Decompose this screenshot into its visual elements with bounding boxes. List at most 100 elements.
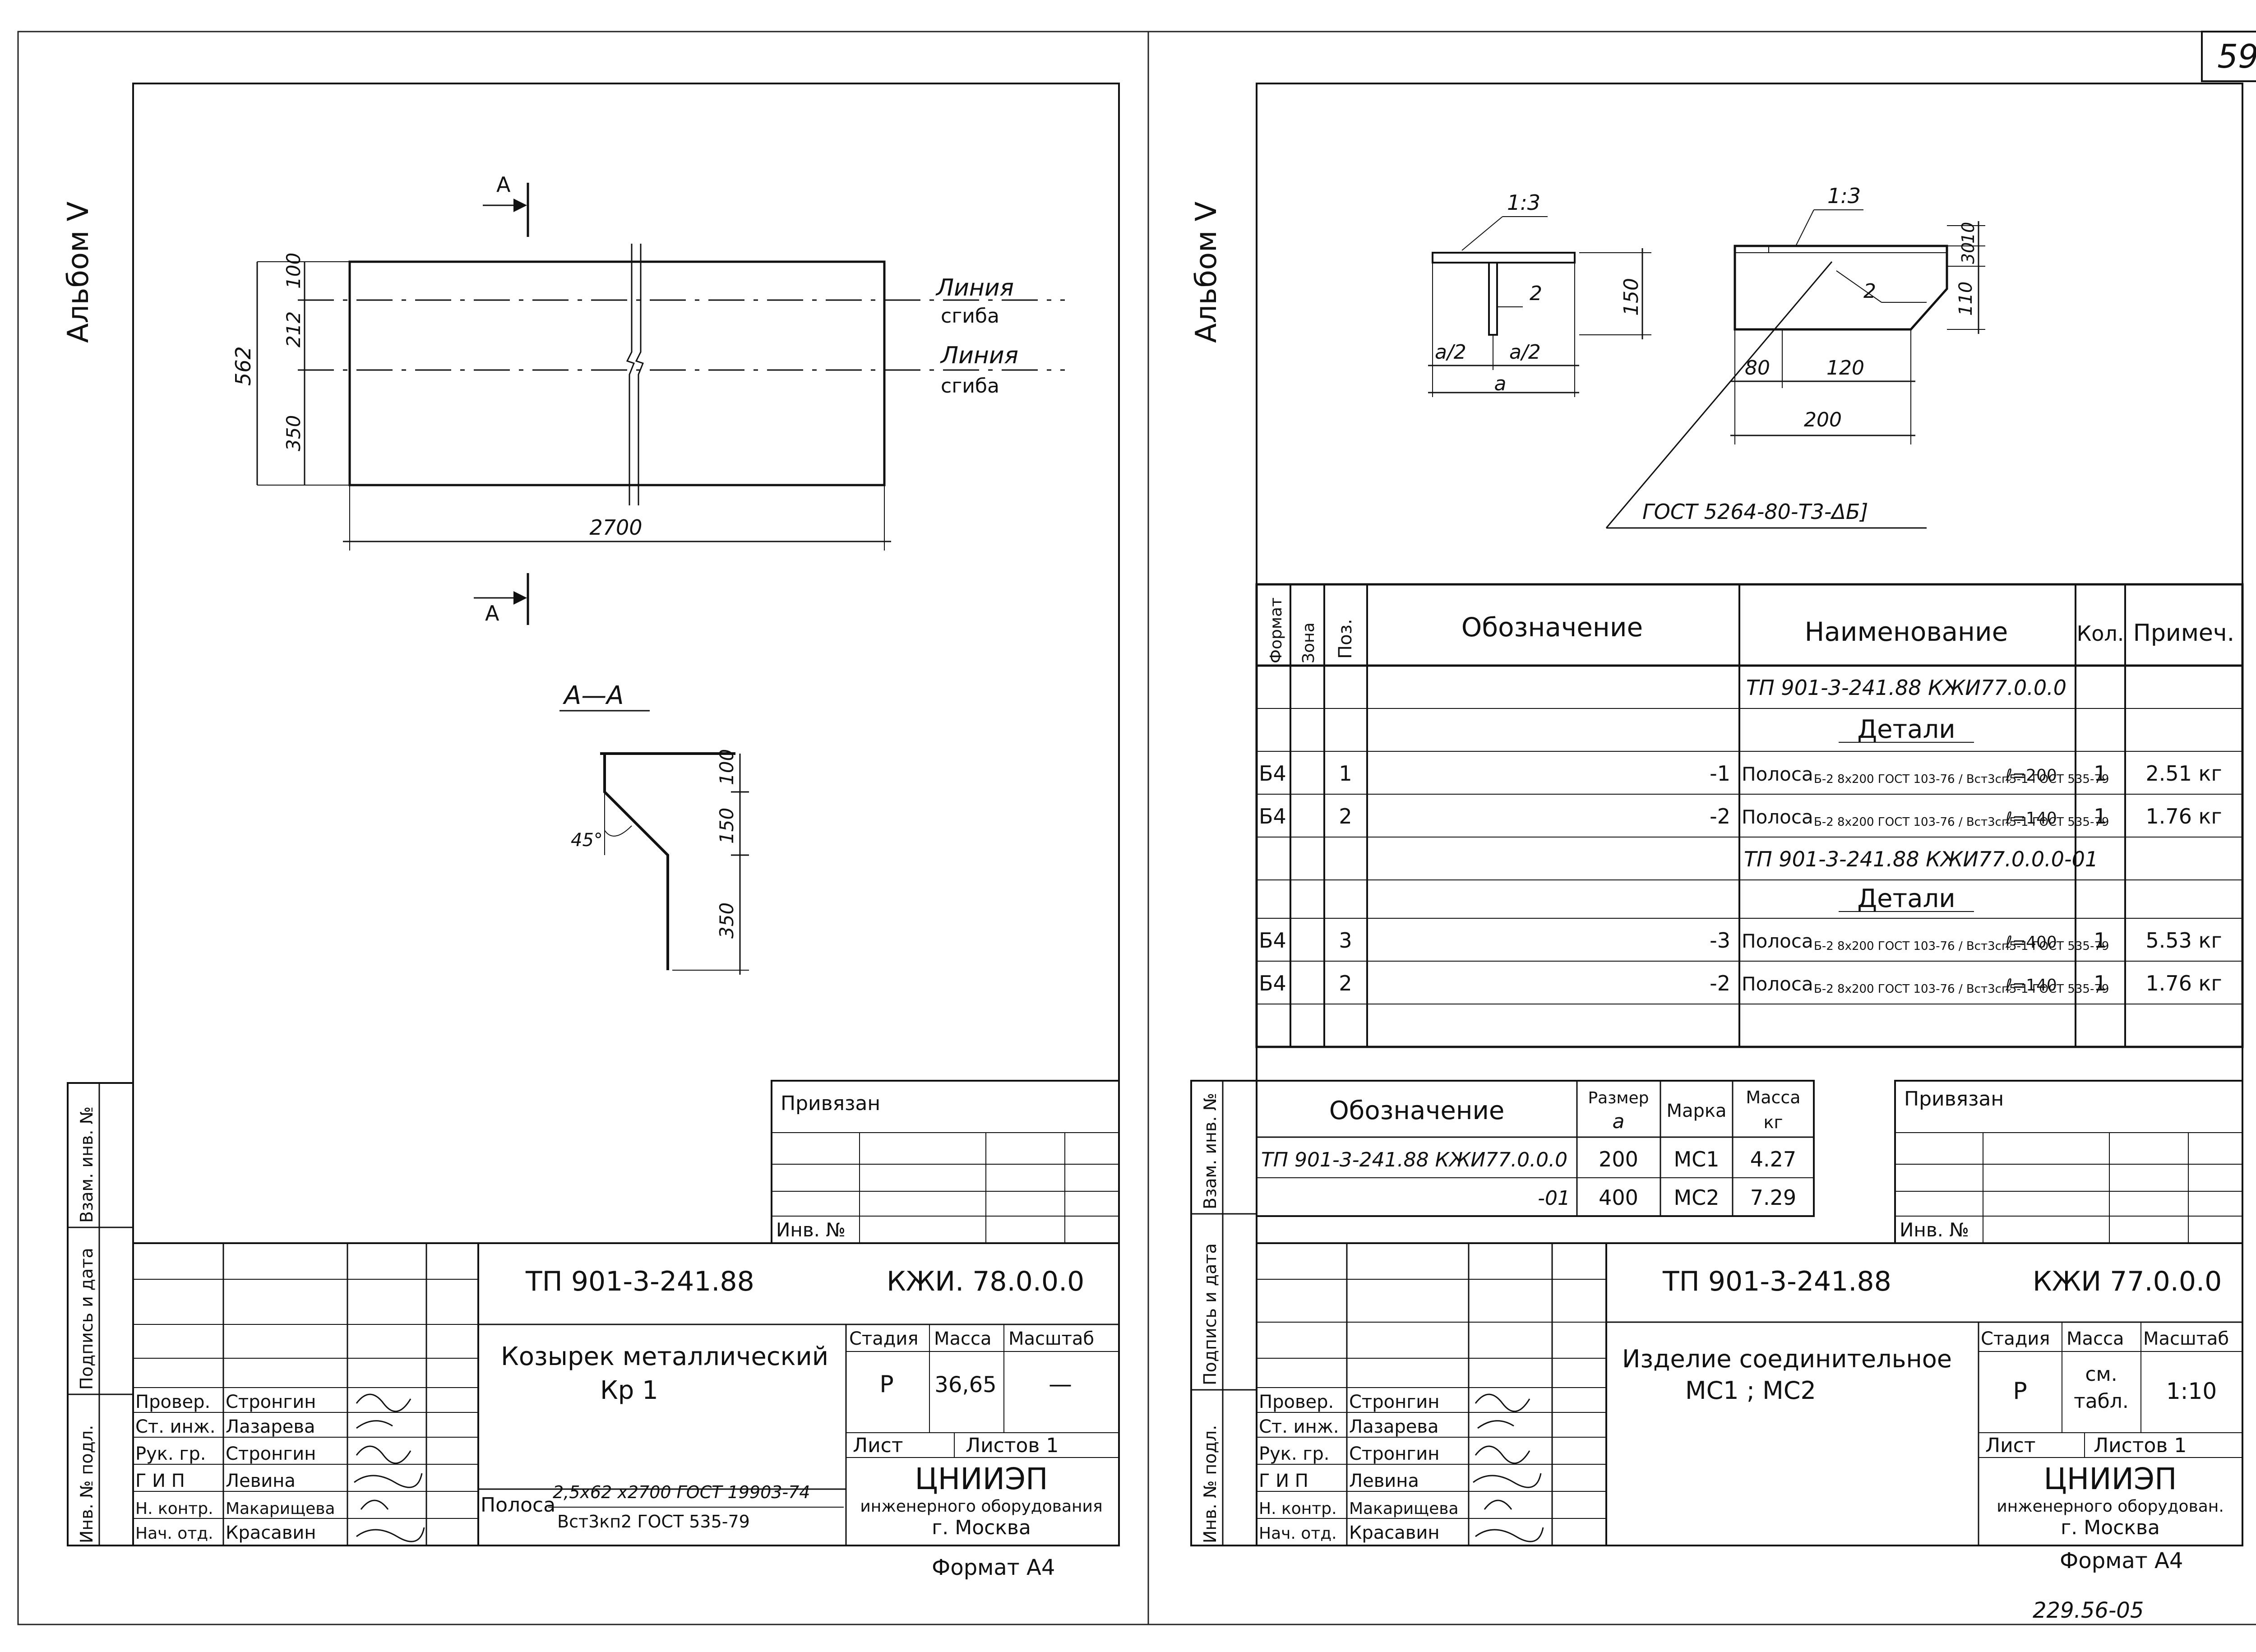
spec-row: Детали: [1839, 884, 1974, 913]
org-sub: инженерного оборудован.: [1997, 1497, 2224, 1516]
title-line-2: МС1 ; МС2: [1685, 1376, 1816, 1405]
title-line-2: Кр 1: [600, 1376, 658, 1405]
spec-row-qty: 1: [2094, 761, 2107, 786]
var-row-mass: 4.27: [1750, 1147, 1796, 1171]
role-name: Красавин: [1349, 1522, 1440, 1543]
role-name: Стронгин: [226, 1392, 316, 1412]
spec-row-pos: 2: [1339, 804, 1352, 828]
var-hdr-mark: Марка: [1666, 1101, 1726, 1121]
spec-row: ТП 901-3-241.88 КЖИ77.0.0.0-01: [1744, 847, 2098, 871]
hdr-qty: Кол.: [2077, 621, 2124, 646]
role-label: Рук. гр.: [1259, 1444, 1330, 1464]
hdr-pos: Поз.: [1335, 619, 1356, 659]
format-note-left: Формат А4: [932, 1555, 1055, 1580]
right-side-stamp: Инв. № подл. Подпись и дата Взам. инв. №: [1190, 1080, 1257, 1546]
spec-row: Б4 2 -2 Полоса Б-2 8х200 ГОСТ 103-76 / В…: [1259, 971, 2222, 996]
var-row-mark: МС2: [1674, 1185, 1719, 1210]
spec-row-fmt: Б4: [1259, 928, 1286, 953]
doc-code: ТП 901-3-241.88: [525, 1266, 754, 1297]
role-name: Левина: [226, 1471, 296, 1491]
spec-row-des: -2: [1710, 804, 1730, 828]
role-label: Ст. инж.: [1259, 1416, 1339, 1437]
spec-row-name: Детали: [1857, 884, 1955, 913]
dim-30: 30: [1958, 242, 1978, 264]
side-label-vzam: Взам. инв. №: [1200, 1093, 1220, 1209]
left-title-block: Провер. Стронгин Ст. инж. Лазарева Рук. …: [132, 1242, 1120, 1546]
role-name: Левина: [1349, 1471, 1419, 1491]
dim-150: 150: [1620, 278, 1643, 316]
var-row-des: -01: [1538, 1187, 1570, 1210]
scale-label-a: 1:3: [1507, 190, 1540, 215]
role-name: Лазарева: [1349, 1416, 1438, 1437]
dim-2700: 2700: [589, 515, 642, 540]
role-label: Провер.: [1259, 1392, 1334, 1412]
spec-row-frac: Б-2 8х200 ГОСТ 103-76 / Вст3сп5-1 ГОСТ 5…: [1814, 939, 2109, 953]
hdr-designation: Обозначение: [1461, 612, 1643, 643]
spec-row-len: ℓ=140: [2005, 809, 2057, 828]
mass-value-1: см.: [2085, 1363, 2117, 1386]
bend-label-1: Линия: [935, 274, 1014, 301]
gusset-plate: [1734, 245, 1948, 331]
var-row: -01 400 МС2 7.29: [1538, 1185, 1796, 1210]
title-line-1: Изделие соединительное: [1622, 1345, 1952, 1373]
dim-200: 200: [1804, 408, 1842, 431]
var-row-size: 400: [1599, 1185, 1638, 1210]
spec-row-pos: 1: [1339, 761, 1352, 786]
org-name: ЦНИИЭП: [2043, 1462, 2177, 1496]
spec-row: Б4 2 -2 Полоса Б-2 8х200 ГОСТ 103-76 / В…: [1259, 804, 2222, 829]
var-row: ТП 901-3-241.88 КЖИ77.0.0.0 200 МС1 4.27: [1261, 1147, 1796, 1171]
hdr-note: Примеч.: [2133, 620, 2234, 647]
spec-row-name: ТП 901-3-241.88 КЖИ77.0.0.0-01: [1744, 847, 2098, 871]
var-hdr-mass: Масса: [1746, 1087, 1800, 1107]
role-name: Красавин: [226, 1522, 316, 1543]
side-label-sign: Подпись и дата: [1200, 1243, 1220, 1385]
scale-label-b: 1:3: [1827, 184, 1861, 208]
angle-label: 45°: [571, 830, 603, 851]
doc-code: ТП 901-3-241.88: [1662, 1266, 1891, 1297]
sheets-label: Листов 1: [966, 1434, 1059, 1457]
side-label-inv: Инв. № подл.: [77, 1425, 97, 1543]
bend-label-2b: сгиба: [941, 375, 999, 398]
dim-212: 212: [282, 311, 305, 347]
role-name: Стронгин: [1349, 1392, 1439, 1412]
role-label: Нач. отд.: [1259, 1524, 1337, 1543]
dim-350: 350: [282, 415, 305, 451]
page-number-box: 59: [2201, 31, 2256, 82]
spec-row: Б4 1 -1 Полоса Б-2 8х200 ГОСТ 103-76 / В…: [1259, 761, 2222, 786]
spec-row-name: Полоса: [1742, 930, 1813, 952]
sec-dim-150: 150: [716, 808, 738, 844]
right-roles: Провер. Стронгин Ст. инж. Лазарева Рук. …: [1259, 1392, 1459, 1543]
var-row-des: ТП 901-3-241.88 КЖИ77.0.0.0: [1261, 1148, 1567, 1171]
spec-row-len: ℓ=400: [2005, 933, 2057, 952]
dim-100: 100: [282, 253, 305, 289]
title-line-1: Козырек металлический: [501, 1342, 828, 1371]
pos-label-a: 2: [1530, 282, 1542, 305]
signatures: [1473, 1393, 1544, 1542]
spec-row-pos: 3: [1339, 928, 1352, 953]
org-city: г. Москва: [932, 1516, 1031, 1539]
material-bottom: Вст3кп2 ГОСТ 535-79: [557, 1512, 750, 1532]
doc-mark: КЖИ. 78.0.0.0: [887, 1266, 1084, 1297]
var-hdr-mass-sub: кг: [1764, 1112, 1783, 1132]
dim-10: 10: [1958, 222, 1978, 244]
spec-row-name: Полоса: [1742, 763, 1813, 785]
page-border: [17, 31, 2256, 1625]
col-scale: Масштаб: [2143, 1328, 2229, 1349]
privyazan-label: Привязан: [1904, 1087, 2004, 1111]
role-label: Н. контр.: [1259, 1499, 1337, 1518]
var-row-mark: МС1: [1674, 1147, 1719, 1171]
right-sheet: Альбом V 1:3 2 a/2 a/2 a 150: [1190, 83, 2244, 1623]
pos-label-b: 2: [1863, 280, 1876, 303]
spec-row-frac: Б-2 8х200 ГОСТ 103-76 / Вст3сп5-1 ГОСТ 5…: [1814, 982, 2109, 996]
left-roles: Провер. Стронгин Ст. инж. Лазарева Рук. …: [135, 1392, 335, 1543]
section-marker-bottom: А: [485, 601, 499, 625]
corner-stamp: 229.56-05: [2033, 1598, 2144, 1623]
org-city: г. Москва: [2061, 1516, 2160, 1539]
bend-label-2: Линия: [940, 342, 1018, 369]
side-label-inv: Инв. № подл.: [1200, 1425, 1220, 1543]
plate-outline: [348, 260, 886, 486]
doc-mark: КЖИ 77.0.0.0: [2033, 1266, 2222, 1297]
role-name: Лазарева: [226, 1416, 315, 1437]
sec-dim-100: 100: [716, 749, 738, 785]
